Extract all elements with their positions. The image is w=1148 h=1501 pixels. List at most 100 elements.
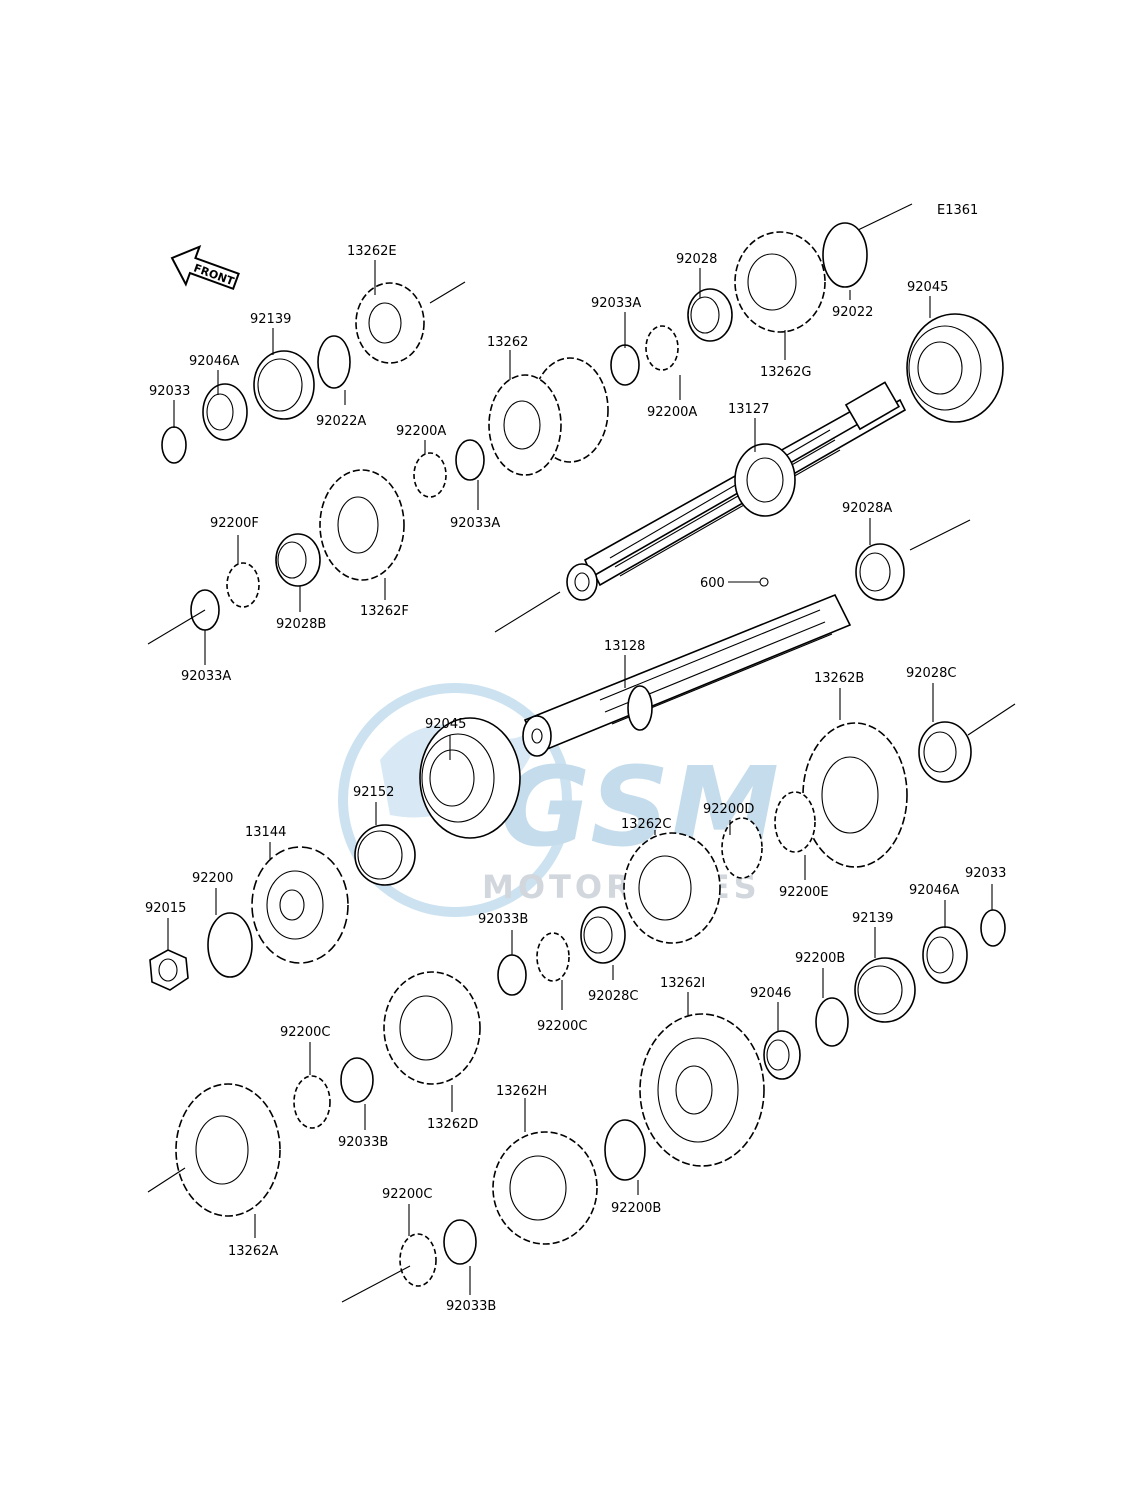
label-92045-mid: 92045: [425, 717, 466, 732]
label-13144: 13144: [245, 825, 286, 840]
label-92033B-2: 92033B: [338, 1135, 388, 1150]
shaft-13127: [566, 381, 907, 601]
label-92033B-1: 92033B: [478, 912, 528, 927]
label-92200E: 92200E: [779, 885, 829, 900]
gear-13262H: [492, 1131, 598, 1245]
label-13262E: 13262E: [347, 244, 397, 259]
circlip-92033-right: [980, 909, 1006, 947]
label-92028B: 92028B: [276, 617, 326, 632]
gear-13262: [488, 357, 609, 476]
label-92046A-top: 92046A: [189, 354, 239, 369]
label-92200B-2: 92200B: [611, 1201, 661, 1216]
label-92139-right: 92139: [852, 911, 893, 926]
washer-92200D: [721, 817, 763, 879]
label-13262F: 13262F: [360, 604, 409, 619]
washer-92200A-1: [645, 325, 679, 371]
bushing-92028A: [855, 543, 905, 601]
nut-92015: [149, 949, 189, 991]
label-92033-top: 92033: [149, 384, 190, 399]
gear-13262G: [734, 231, 826, 333]
circlip-92033B-3: [443, 1219, 477, 1265]
label-92028C-top: 92028C: [906, 666, 956, 681]
bearing-92028C-mid: [580, 906, 626, 964]
label-92028A: 92028A: [842, 501, 892, 516]
label-92033-right: 92033: [965, 866, 1006, 881]
label-92033B-3: 92033B: [446, 1299, 496, 1314]
gear-13262F: [319, 469, 405, 581]
label-92200C-2: 92200C: [280, 1025, 330, 1040]
label-92139-top: 92139: [250, 312, 291, 327]
label-13262I: 13262I: [660, 976, 705, 991]
label-92033A-3: 92033A: [181, 669, 231, 684]
circlip-92033B-2: [340, 1057, 374, 1103]
washer-92200A-2: [413, 452, 447, 498]
label-13262H: 13262H: [496, 1084, 547, 1099]
label-13262A: 13262A: [228, 1244, 278, 1259]
washer-92200C-3: [399, 1233, 437, 1287]
label-92200D: 92200D: [703, 802, 754, 817]
washer-92200E: [774, 791, 816, 853]
label-92152: 92152: [353, 785, 394, 800]
washer-92200: [207, 912, 253, 978]
sprocket-13144: [251, 846, 349, 964]
label-92045-top: 92045: [907, 280, 948, 295]
label-13262C: 13262C: [621, 817, 671, 832]
label-92028C-mid: 92028C: [588, 989, 638, 1004]
label-92046: 92046: [750, 986, 791, 1001]
bearing-92045-mid: [419, 717, 521, 839]
label-13262G: 13262G: [760, 365, 811, 380]
bearing-92046: [763, 1030, 801, 1080]
label-92033A-2: 92033A: [450, 516, 500, 531]
circlip-92033A-2: [455, 439, 485, 481]
washer-92200B-1: [815, 997, 849, 1047]
label-92015: 92015: [145, 901, 186, 916]
circlip-92033B-1: [497, 954, 527, 996]
bearing-92028B: [275, 533, 321, 587]
label-13262: 13262: [487, 335, 528, 350]
axis-lines: [147, 203, 1016, 1303]
label-13127: 13127: [728, 402, 769, 417]
label-92022: 92022: [832, 305, 873, 320]
front-arrow-icon: FRONT: [170, 244, 240, 291]
label-13262D: 13262D: [427, 1117, 478, 1132]
leader-lines: [167, 260, 993, 1295]
washer-92200C-1: [536, 932, 570, 982]
label-92200B-1: 92200B: [795, 951, 845, 966]
label-92200: 92200: [192, 871, 233, 886]
gear-13262B: [802, 722, 908, 868]
diagram-code: E1361: [937, 203, 978, 218]
label-92200A-2: 92200A: [647, 405, 697, 420]
bushing-92028: [687, 288, 733, 342]
bushing-92139-top: [253, 350, 315, 420]
label-13128: 13128: [604, 639, 645, 654]
bearing-92046A-top: [202, 383, 248, 441]
label-92200A-1: 92200A: [396, 424, 446, 439]
gear-13262C: [623, 832, 721, 944]
washer-92200B-2: [604, 1119, 646, 1181]
label-13262B: 13262B: [814, 671, 864, 686]
label-92022A: 92022A: [316, 414, 366, 429]
bearing-92045-top: [906, 313, 1004, 423]
label-92200C-1: 92200C: [537, 1019, 587, 1034]
gear-13262E: [355, 282, 425, 364]
washer-92200F: [226, 562, 260, 608]
part-labels: 13262E 92139 92046A 92033 92022A 13262 9…: [145, 244, 1006, 1314]
label-92046A-right: 92046A: [909, 883, 959, 898]
circlip-92033A-1: [610, 344, 640, 386]
shaft-13128: [522, 593, 852, 757]
bearing-92028C-top: [918, 721, 972, 783]
label-600: 600: [700, 576, 725, 591]
washer-92022A: [317, 335, 351, 389]
label-92200F: 92200F: [210, 516, 259, 531]
circlip-92033-top: [161, 426, 187, 464]
label-92028: 92028: [676, 252, 717, 267]
bearing-92046A-right: [922, 926, 968, 984]
washer-92200C-2: [293, 1075, 331, 1129]
gear-13262A: [175, 1083, 281, 1217]
gear-13262D: [383, 971, 481, 1085]
label-92200C-3: 92200C: [382, 1187, 432, 1202]
washer-92022: [822, 222, 868, 288]
label-92033A-1: 92033A: [591, 296, 641, 311]
bushing-92139-right: [854, 957, 916, 1023]
